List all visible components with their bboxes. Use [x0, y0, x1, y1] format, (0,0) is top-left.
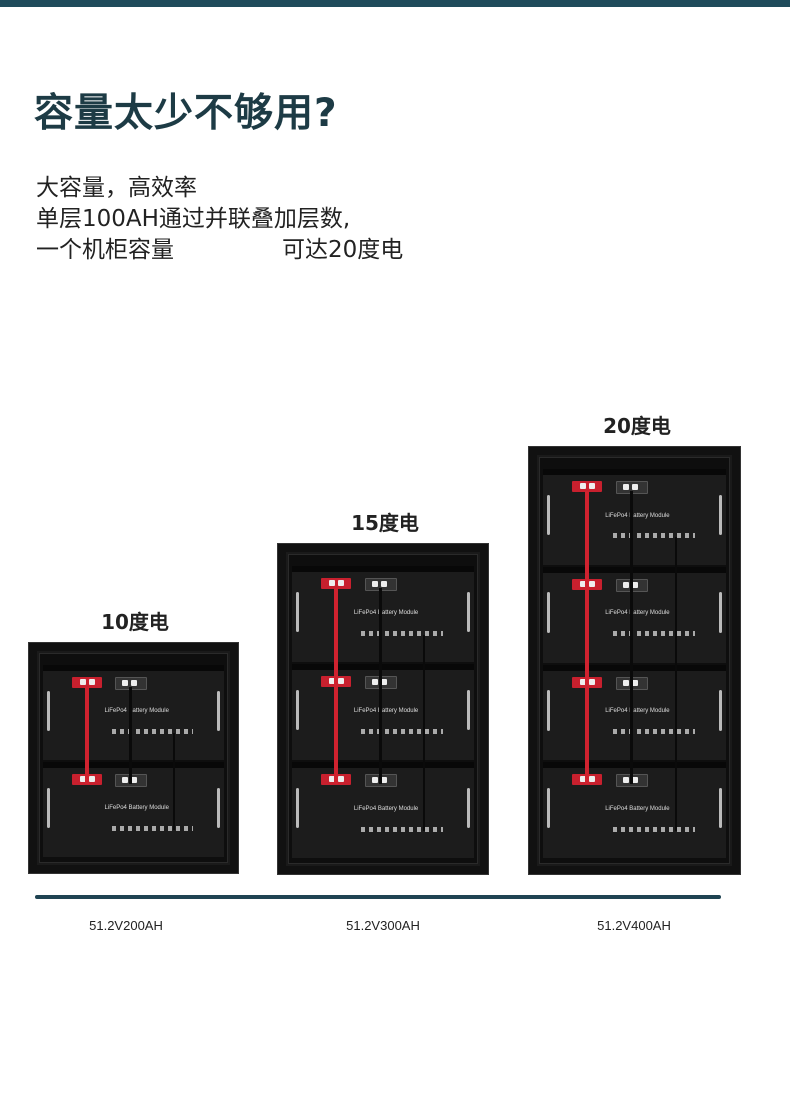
- handle-left: [47, 787, 50, 828]
- intro-line-1: 大容量，高效率: [36, 175, 197, 201]
- port-panel: [111, 728, 194, 734]
- handle-left: [547, 787, 550, 829]
- black-parallel-cable: [630, 491, 634, 785]
- module-label: LiFePo4 Battery Module: [605, 805, 670, 812]
- module-label: LiFePo4 Battery Module: [104, 805, 169, 812]
- module-label: LiFePo4 Battery Module: [353, 609, 419, 616]
- handle-left: [47, 690, 50, 731]
- spec-label-3: 51.2V400AH: [597, 918, 671, 933]
- capacity-label-2: 15度电: [351, 511, 419, 535]
- handle-right: [719, 690, 722, 731]
- handle-left: [547, 494, 550, 536]
- black-parallel-cable: [378, 588, 382, 784]
- module-label: LiFePo4 Battery Module: [605, 512, 670, 519]
- port-panel: [612, 631, 695, 637]
- page-title: 容量太少不够用?: [34, 91, 338, 136]
- port-panel: [612, 826, 695, 832]
- red-parallel-cable: [84, 687, 89, 784]
- handle-left: [547, 690, 550, 731]
- handle-right: [467, 689, 470, 731]
- baseline-divider: [35, 895, 721, 899]
- red-parallel-cable: [585, 491, 590, 785]
- capacity-label-1: 10度电: [101, 610, 169, 634]
- intro-line-3: 一个机柜容量 可达20度电: [36, 230, 403, 264]
- handle-right: [719, 494, 722, 536]
- red-parallel-cable: [334, 588, 339, 784]
- port-panel: [111, 825, 194, 831]
- module-label: LiFePo4 Battery Module: [353, 805, 419, 812]
- module-label: LiFePo4 Battery Module: [605, 708, 670, 715]
- communication-cable: [173, 732, 176, 830]
- communication-cable: [674, 537, 677, 831]
- positive-terminal: [71, 677, 102, 688]
- module-label: LiFePo4 Battery Module: [605, 610, 670, 617]
- battery-module: LiFePo4 Battery Module: [43, 665, 224, 760]
- port-panel: [361, 630, 444, 636]
- port-panel: [361, 728, 444, 734]
- spec-label-2: 51.2V300AH: [346, 918, 420, 933]
- handle-left: [296, 689, 299, 731]
- communication-cable: [423, 634, 426, 831]
- handle-right: [467, 787, 470, 829]
- handle-left: [547, 592, 550, 633]
- intro-line-3b: 可达20度电: [282, 237, 404, 263]
- spec-label-1: 51.2V200AH: [89, 918, 163, 933]
- positive-terminal: [321, 578, 352, 589]
- battery-module: LiFePo4 Battery Module: [292, 664, 474, 760]
- handle-left: [296, 787, 299, 829]
- battery-module: LiFePo4 Battery Module: [543, 664, 726, 761]
- port-panel: [361, 826, 444, 832]
- capacity-label-3: 20度电: [603, 414, 671, 438]
- battery-module: LiFePo4 Battery Module: [543, 762, 726, 858]
- module-label: LiFePo4 Battery Module: [104, 708, 169, 715]
- battery-module: LiFePo4 Battery Module: [43, 762, 224, 857]
- battery-module: LiFePo4 Battery Module: [543, 469, 726, 565]
- black-parallel-cable: [129, 687, 133, 784]
- top-accent-bar: [0, 0, 790, 7]
- positive-terminal: [572, 481, 603, 492]
- handle-right: [217, 690, 220, 731]
- handle-right: [719, 592, 722, 633]
- port-panel: [612, 533, 695, 539]
- battery-module: LiFePo4 Battery Module: [292, 566, 474, 662]
- intro-line-2: 单层100AH通过并联叠加层数,: [36, 206, 351, 232]
- handle-right: [719, 787, 722, 829]
- handle-left: [296, 591, 299, 633]
- handle-right: [467, 591, 470, 633]
- port-panel: [612, 728, 695, 734]
- handle-right: [217, 787, 220, 828]
- intro-line-3a: 一个机柜容量: [36, 237, 174, 263]
- battery-module: LiFePo4 Battery Module: [543, 566, 726, 663]
- battery-module: LiFePo4 Battery Module: [292, 762, 474, 858]
- module-label: LiFePo4 Battery Module: [353, 707, 419, 714]
